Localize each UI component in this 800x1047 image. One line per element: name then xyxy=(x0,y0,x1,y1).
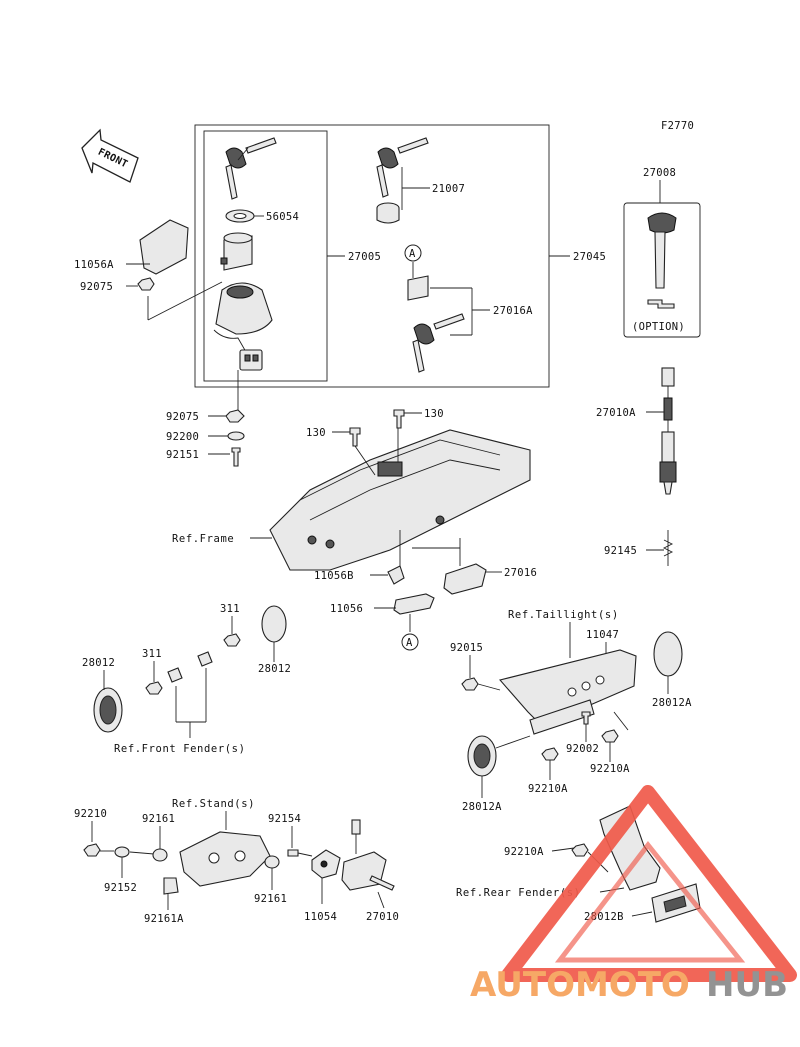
label-28012a-left: 28012A xyxy=(462,801,502,813)
figure-code: F2770 xyxy=(661,120,694,132)
label-28012-right: 28012 xyxy=(258,663,291,675)
watermark-logo: AUTOMOTO HUB xyxy=(470,785,797,1005)
label-92210a-mid: 92210A xyxy=(528,783,568,795)
label-92200: 92200 xyxy=(166,431,199,443)
nut-92075-left xyxy=(137,277,155,291)
nut-92210a-rear xyxy=(571,843,589,857)
washer-92161-right xyxy=(264,855,280,869)
label-92152: 92152 xyxy=(104,882,137,894)
label-27010a: 27010A xyxy=(596,407,636,419)
bolt-92002 xyxy=(581,711,591,725)
washer-92161-left xyxy=(152,848,168,862)
key-pair-icon xyxy=(225,137,277,200)
side-stand-switch-27010-icon xyxy=(341,819,395,891)
label-311-left: 311 xyxy=(142,648,162,660)
label-11056b: 11056B xyxy=(314,570,354,582)
label-27005: 27005 xyxy=(348,251,381,263)
clip-11056b xyxy=(387,565,405,585)
label-28012-left: 28012 xyxy=(82,657,115,669)
label-27045: 27045 xyxy=(573,251,606,263)
label-92002: 92002 xyxy=(566,743,599,755)
reflector-28012a-right xyxy=(653,631,683,677)
washer-92200 xyxy=(227,431,245,441)
bushing-92161a xyxy=(163,877,179,895)
label-92210a-right: 92210A xyxy=(590,763,630,775)
svg-text:A: A xyxy=(406,637,413,649)
label-92154: 92154 xyxy=(268,813,301,825)
watermark-text-hub: HUB xyxy=(706,965,788,1005)
ignition-switch-icon xyxy=(213,282,273,371)
label-11047: 11047 xyxy=(586,629,619,641)
label-92145: 92145 xyxy=(604,545,637,557)
label-92075-bottom: 92075 xyxy=(166,411,199,423)
lock-27016a xyxy=(407,275,429,301)
key-27016a-icon xyxy=(412,313,465,373)
option-box xyxy=(623,202,701,338)
label-27016a: 27016A xyxy=(493,305,533,317)
label-92151: 92151 xyxy=(166,449,199,461)
label-92015: 92015 xyxy=(450,642,483,654)
switch-27016 xyxy=(443,563,487,595)
svg-text:A: A xyxy=(409,248,416,260)
label-92210: 92210 xyxy=(74,808,107,820)
label-311-top: 311 xyxy=(220,603,240,615)
callout-a-bottom xyxy=(401,633,419,651)
ref-rear-fender: Ref.Rear Fender(s) xyxy=(456,887,581,899)
callout-a-top xyxy=(404,244,422,262)
label-130-right: 130 xyxy=(424,408,444,420)
label-11056a: 11056A xyxy=(74,259,114,271)
switch-27010a-icon xyxy=(659,367,677,495)
key-21007-icon xyxy=(376,137,429,198)
bolt-92154 xyxy=(287,849,299,857)
label-11056: 11056 xyxy=(330,603,363,615)
bolt-92151 xyxy=(231,447,241,467)
label-92161a-part: 92161A xyxy=(144,913,184,925)
ref-taillight: Ref.Taillight(s) xyxy=(508,609,619,621)
label-92161-left: 92161 xyxy=(142,813,175,825)
frame-part xyxy=(269,429,531,571)
nut-92210a-right xyxy=(601,729,619,743)
label-92075-top: 92075 xyxy=(80,281,113,293)
label-28012a-right: 28012A xyxy=(652,697,692,709)
bracket-11047 xyxy=(498,649,637,723)
nut-92015 xyxy=(461,677,479,691)
label-21007: 21007 xyxy=(432,183,465,195)
ref-front-fender: Ref.Front Fender(s) xyxy=(114,743,246,755)
nut-92210 xyxy=(83,843,101,857)
label-130-left: 130 xyxy=(306,427,326,439)
assembly-box-27005 xyxy=(203,130,328,382)
label-92161-right: 92161 xyxy=(254,893,287,905)
bracket-11056a xyxy=(139,219,189,275)
watermark-text-main: AUTOMOTO xyxy=(470,965,690,1005)
ref-frame: Ref.Frame xyxy=(172,533,234,545)
nut-92210a-mid xyxy=(541,747,559,761)
bolt-130-right xyxy=(393,409,405,429)
bracket-11056 xyxy=(393,593,435,615)
nut-92075-bottom xyxy=(225,409,245,423)
front-arrow-icon: FRONT xyxy=(81,128,139,183)
ref-stand: Ref.Stand(s) xyxy=(172,798,255,810)
nut-311-top xyxy=(223,633,241,647)
nut-311-left xyxy=(145,681,163,695)
reflector-28012-right xyxy=(261,605,287,643)
label-11054: 11054 xyxy=(304,911,337,923)
label-56054: 56054 xyxy=(266,211,299,223)
bolt-130-left xyxy=(349,427,361,447)
option-key-icon xyxy=(647,212,677,309)
stand-bracket xyxy=(179,831,271,887)
label-92210a-rear: 92210A xyxy=(504,846,544,858)
label-27008: 27008 xyxy=(643,167,676,179)
washer-92152 xyxy=(114,846,130,858)
option-label: (OPTION) xyxy=(632,321,685,333)
label-27016: 27016 xyxy=(504,567,537,579)
spring-92145-icon xyxy=(662,530,674,566)
label-27010: 27010 xyxy=(366,911,399,923)
lock-cylinder-icon xyxy=(220,232,253,271)
